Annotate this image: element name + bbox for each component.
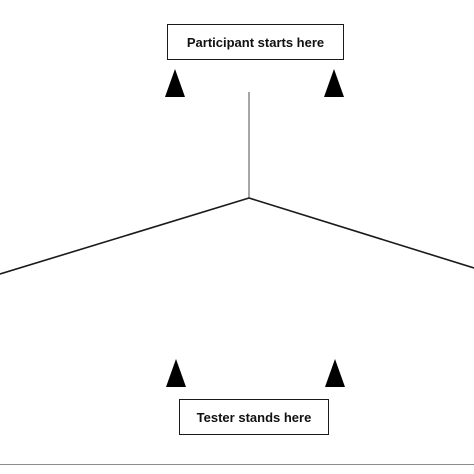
cone-marker-icon-top-left — [165, 69, 185, 97]
participant-start-label: Participant starts here — [167, 24, 344, 60]
right-diagonal-line — [248, 197, 474, 269]
tester-position-label: Tester stands here — [179, 399, 329, 435]
left-diagonal-line — [0, 197, 250, 275]
cone-marker-icon-top-right — [324, 69, 344, 97]
cone-marker-icon-bottom-left — [166, 359, 186, 387]
cone-marker-icon-bottom-right — [325, 359, 345, 387]
